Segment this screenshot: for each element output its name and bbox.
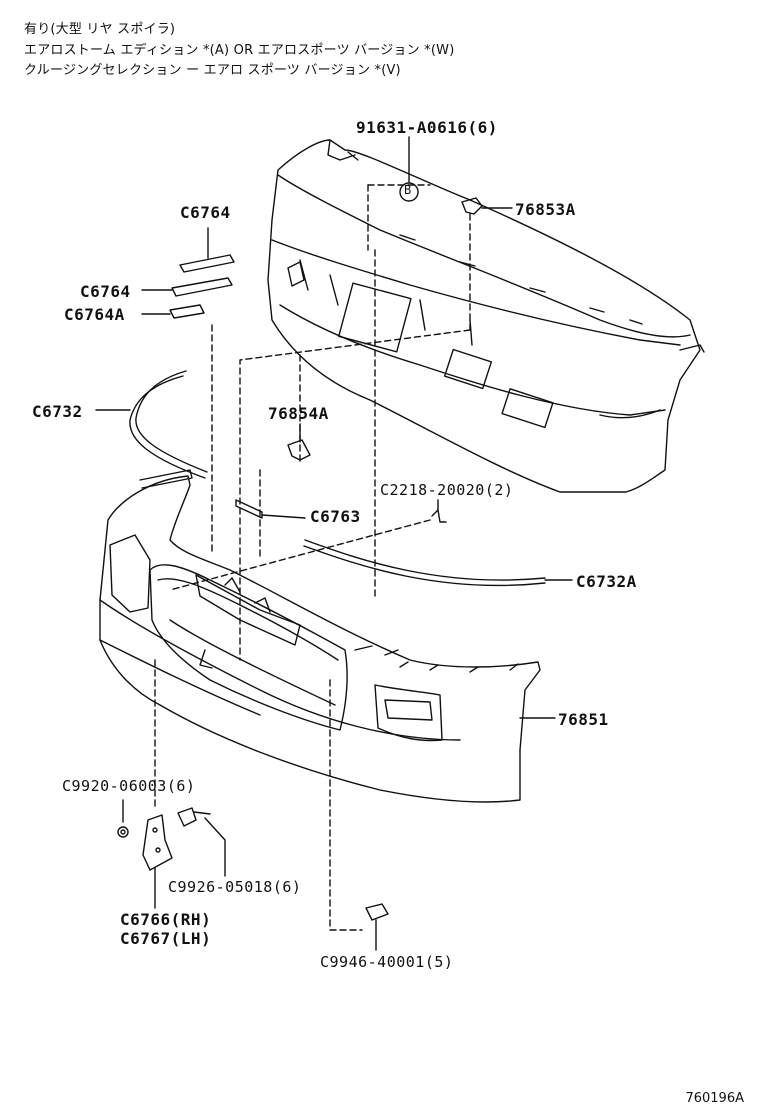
label-c6766: C6766(RH) bbox=[120, 910, 212, 929]
clip-76854a bbox=[287, 423, 311, 461]
upper-bumper-panel bbox=[267, 139, 705, 493]
c6732-molding bbox=[95, 370, 208, 479]
c9926-screw bbox=[177, 807, 226, 877]
label-c6767: C6767(LH) bbox=[120, 929, 212, 948]
label-c6764a: C6764A bbox=[64, 305, 125, 324]
label-c6763: C6763 bbox=[310, 507, 361, 526]
label-c6764-mid: C6764 bbox=[80, 282, 131, 301]
c6763-strip bbox=[235, 499, 306, 519]
c9920-grommet bbox=[117, 799, 129, 838]
c2218-bracket bbox=[431, 499, 447, 523]
header-line-1: 有り(大型 リヤ スポイラ) bbox=[24, 22, 176, 37]
label-76854a: 76854A bbox=[268, 404, 329, 423]
diagram-code: 760196A bbox=[685, 1091, 744, 1106]
label-ref-b: B bbox=[404, 183, 412, 197]
hidden-leaders bbox=[154, 249, 471, 931]
c6764-blocks bbox=[141, 227, 235, 556]
label-c9926: C9926-05018(6) bbox=[168, 878, 302, 896]
label-c9920: C9920-06003(6) bbox=[62, 777, 196, 795]
label-76853a: 76853A bbox=[515, 200, 576, 219]
label-76851: 76851 bbox=[558, 710, 609, 729]
label-c9946: C9946-40001(5) bbox=[320, 953, 454, 971]
label-91631: 91631-A0616(6) bbox=[356, 118, 498, 137]
header-line-3: クルージングセレクション ー エアロ スポーツ バージョン *(V) bbox=[24, 63, 401, 78]
c6732a-molding bbox=[303, 539, 573, 587]
label-c6764-top: C6764 bbox=[180, 203, 231, 222]
label-c6732: C6732 bbox=[32, 402, 83, 421]
bolt-91631-marker bbox=[347, 151, 359, 161]
c9946-nut bbox=[365, 903, 389, 951]
mudflap-c6766-c6767 bbox=[142, 814, 173, 909]
header-line-2: エアロストーム エディション *(A) OR エアロスポーツ バージョン *(W… bbox=[24, 43, 455, 58]
label-c2218: C2218-20020(2) bbox=[380, 481, 514, 499]
ref-b-marker bbox=[367, 136, 431, 251]
clip-76853a bbox=[461, 197, 513, 331]
bumper-cover-76851 bbox=[99, 469, 556, 803]
label-c6732a: C6732A bbox=[576, 572, 637, 591]
